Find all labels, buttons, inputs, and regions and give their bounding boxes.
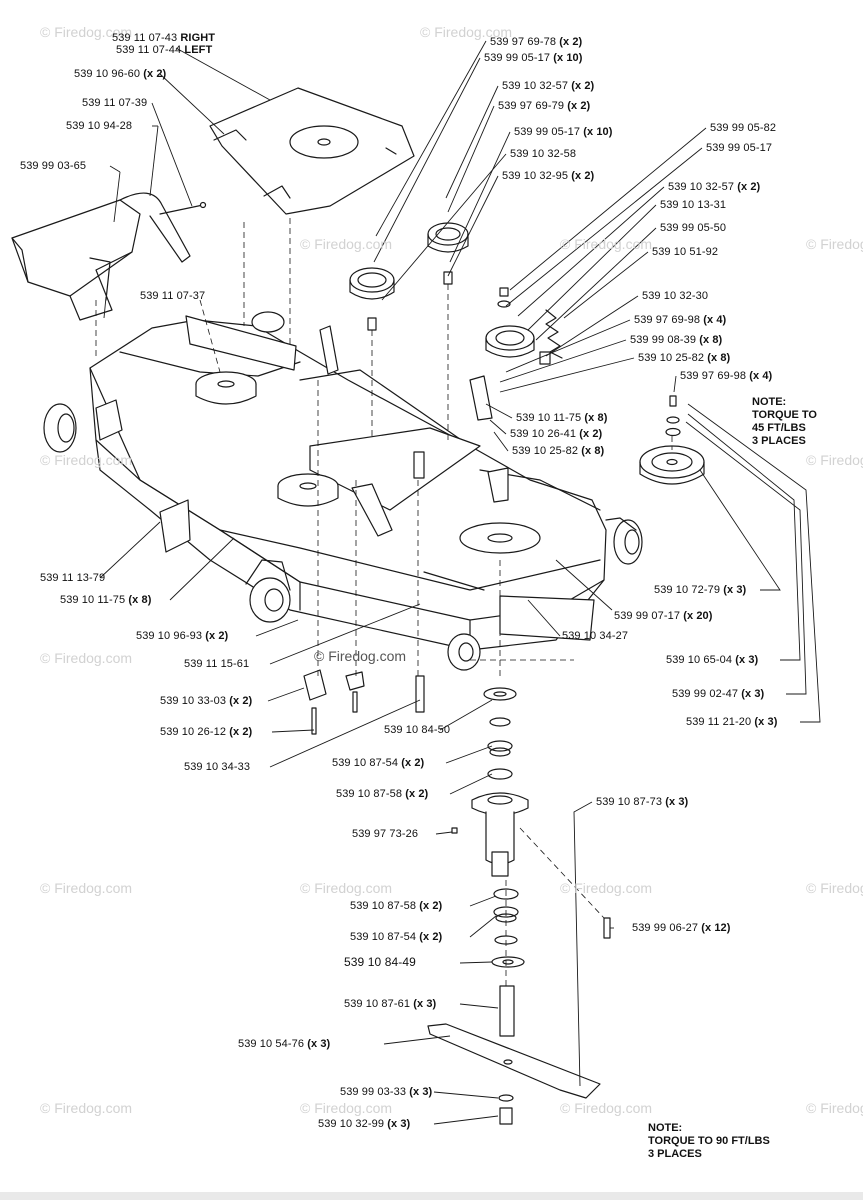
watermark-text: © Firedog.com xyxy=(806,236,863,252)
watermark-text: © Firedog.com xyxy=(806,452,863,468)
part-label: 539 10 26-41 (x 2) xyxy=(510,428,603,440)
watermark-text: © Firedog.com xyxy=(560,880,653,896)
part-label: 539 10 72-79 (x 3) xyxy=(654,584,747,596)
part-label: 539 10 26-12 (x 2) xyxy=(160,726,253,738)
deck-bracket xyxy=(319,325,509,537)
part-label: 539 10 32-58 xyxy=(510,148,577,160)
watermark-text: © Firedog.com xyxy=(40,880,133,896)
part-label: 539 10 32-30 xyxy=(642,290,709,302)
part-label: 539 10 87-58 (x 2) xyxy=(350,900,443,912)
part-label: 539 10 84-49 xyxy=(344,955,416,969)
part-label: 539 11 13-79 xyxy=(40,572,106,584)
part-label: 539 10 94-28 xyxy=(66,120,133,132)
alignment-dashes xyxy=(95,218,673,986)
part-label: 539 10 34-27 xyxy=(562,630,629,642)
watermark-text: © Firedog.com xyxy=(560,236,653,252)
part-label: 539 10 51-92 xyxy=(652,246,719,258)
watermark-text: © Firedog.com xyxy=(300,880,393,896)
part-label: 539 99 05-50 xyxy=(660,222,727,234)
part-label: 539 99 03-65 xyxy=(20,160,87,172)
part-label: 539 99 03-33 (x 3) xyxy=(340,1086,433,1098)
part-label: 539 10 32-57 (x 2) xyxy=(502,80,595,92)
part-label: 539 99 05-17 (x 10) xyxy=(484,52,583,64)
side-bracket-left xyxy=(95,399,191,553)
part-label: 539 10 11-75 (x 8) xyxy=(516,412,608,424)
part-label: 539 11 07-44 LEFT xyxy=(116,44,213,56)
belt-cover-left xyxy=(11,192,207,321)
part-label: 539 99 05-17 (x 10) xyxy=(514,126,613,138)
part-label: 539 10 33-03 (x 2) xyxy=(160,695,253,707)
part-label: 539 11 07-37 xyxy=(140,290,206,302)
part-label: 539 11 15-61 xyxy=(184,658,250,670)
part-label: 539 10 25-82 (x 8) xyxy=(638,352,731,364)
center-watermark: © Firedog.com xyxy=(314,648,407,664)
part-label: 539 97 69-98 (x 4) xyxy=(634,314,727,326)
part-label: 539 10 13-31 xyxy=(660,199,727,211)
watermark-text: © Firedog.com xyxy=(40,650,133,666)
part-label: 539 10 87-54 (x 2) xyxy=(332,757,425,769)
deck-cover-shield xyxy=(209,87,415,215)
part-label: 539 10 65-04 (x 3) xyxy=(666,654,759,666)
part-label: 539 11 07-43 RIGHT xyxy=(112,32,216,44)
part-label: 539 97 73-26 xyxy=(352,828,419,840)
part-label: 539 10 96-60 (x 2) xyxy=(74,68,167,80)
watermark-text: © Firedog.com xyxy=(420,24,513,40)
part-label: 539 10 32-57 (x 2) xyxy=(668,181,761,193)
mower-deck-housing xyxy=(89,315,607,651)
part-label: 539 99 02-47 (x 3) xyxy=(672,688,765,700)
part-label: 539 10 84-50 xyxy=(384,724,451,736)
hardware-stack xyxy=(367,271,681,479)
part-label: 539 97 69-78 (x 2) xyxy=(490,36,583,48)
part-label: 539 10 96-93 (x 2) xyxy=(136,630,229,642)
watermark-text: © Firedog.com xyxy=(300,236,393,252)
watermark-text: © Firedog.com xyxy=(300,1100,393,1116)
part-label: 539 10 32-95 (x 2) xyxy=(502,170,595,182)
part-label: 539 97 69-79 (x 2) xyxy=(498,100,591,112)
part-label: 539 99 06-27 (x 12) xyxy=(632,922,731,934)
part-label: 539 10 87-58 (x 2) xyxy=(336,788,429,800)
spindle-pulley xyxy=(195,371,339,507)
part-label: 539 11 21-20 (x 3) xyxy=(686,716,778,728)
watermark-text: © Firedog.com xyxy=(806,1100,863,1116)
part-label: 539 10 34-33 xyxy=(184,761,251,773)
part-label: 539 10 54-76 (x 3) xyxy=(238,1038,331,1050)
watermark-text: © Firedog.com xyxy=(40,24,133,40)
part-label: 539 10 11-75 (x 8) xyxy=(60,594,152,606)
leader-lines xyxy=(99,40,821,1125)
part-label: 539 10 87-54 (x 2) xyxy=(350,931,443,943)
torque-note: NOTE: TORQUE TO 90 FT/LBS 3 PLACES xyxy=(648,1122,770,1160)
watermark-text: © Firedog.com xyxy=(40,1100,133,1116)
part-label: 539 99 07-17 (x 20) xyxy=(614,610,713,622)
watermark-text: © Firedog.com xyxy=(40,452,133,468)
part-label: 539 11 07-39 xyxy=(82,97,148,109)
part-label: 539 10 87-73 (x 3) xyxy=(596,796,689,808)
part-label: 539 97 69-98 (x 4) xyxy=(680,370,773,382)
part-label: 539 10 32-99 (x 3) xyxy=(318,1118,411,1130)
anti-scalp-wheel xyxy=(43,311,643,671)
part-label: 539 10 87-61 (x 3) xyxy=(344,998,437,1010)
watermark-text: © Firedog.com xyxy=(560,1100,653,1116)
idler-spring xyxy=(545,309,563,359)
page-bottom-strip xyxy=(0,1192,863,1200)
part-label: 539 99 08-39 (x 8) xyxy=(630,334,723,346)
watermark-text: © Firedog.com xyxy=(806,880,863,896)
torque-note: NOTE: TORQUE TO 45 FT/LBS 3 PLACES xyxy=(752,396,817,447)
part-label: 539 99 05-17 xyxy=(706,142,773,154)
part-label: 539 99 05-82 xyxy=(710,122,777,134)
part-label: 539 10 25-82 (x 8) xyxy=(512,445,605,457)
blade-spindle-assembly xyxy=(303,669,611,1125)
